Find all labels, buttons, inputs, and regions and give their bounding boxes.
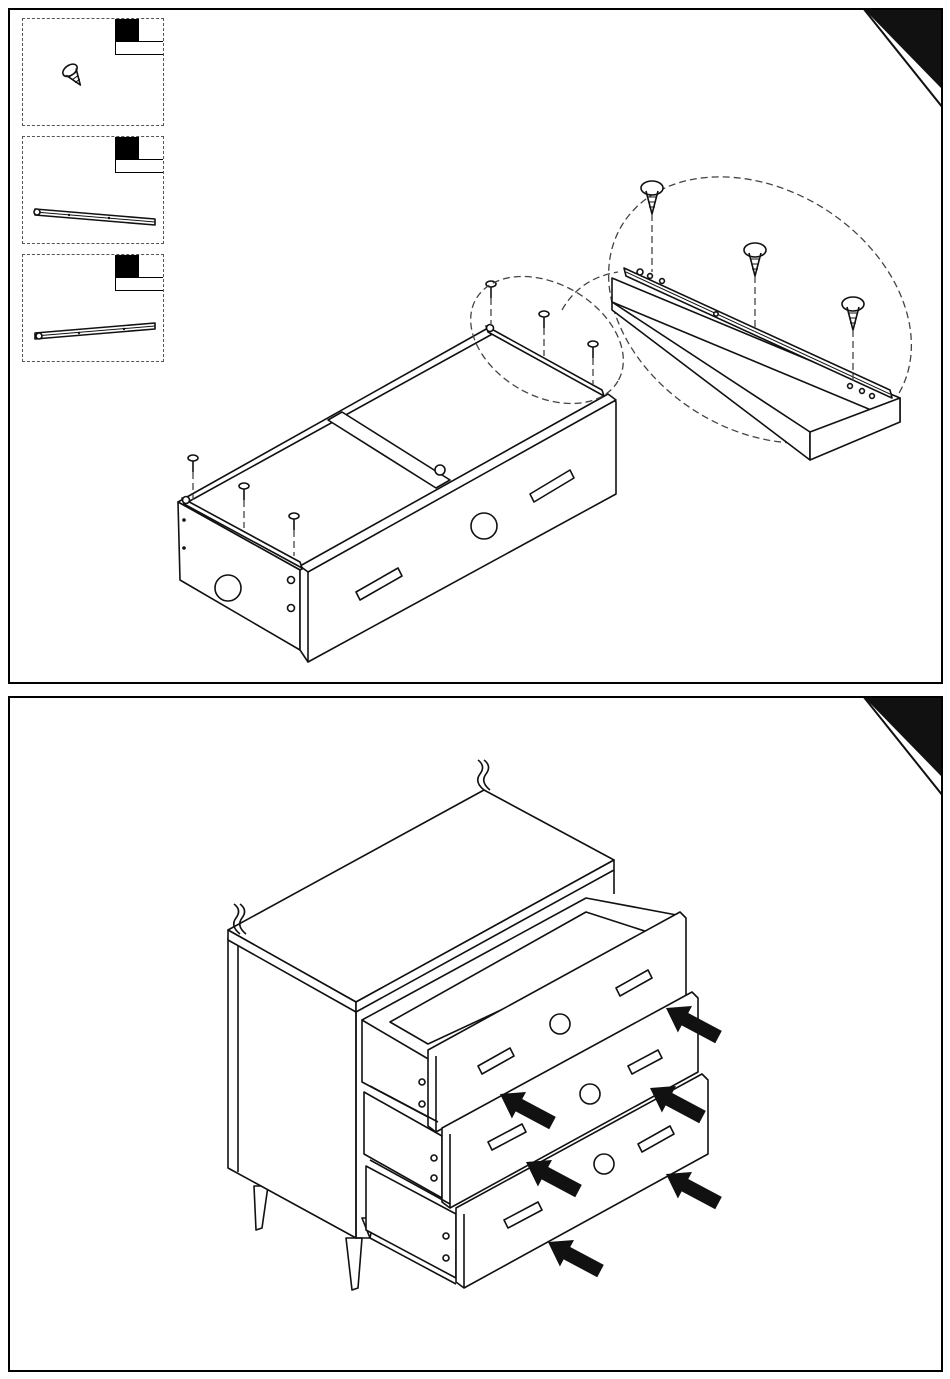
step-panel-attach-slides <box>8 8 943 684</box>
drawer-assembly-illustration <box>10 10 943 684</box>
step-panel-insert-drawers <box>8 696 943 1372</box>
screw-icon <box>486 281 496 326</box>
dresser-illustration <box>10 698 943 1372</box>
screw-icon <box>588 341 598 384</box>
screw-icon <box>744 243 766 332</box>
screw-icon <box>539 311 549 356</box>
screw-icon <box>641 181 663 272</box>
